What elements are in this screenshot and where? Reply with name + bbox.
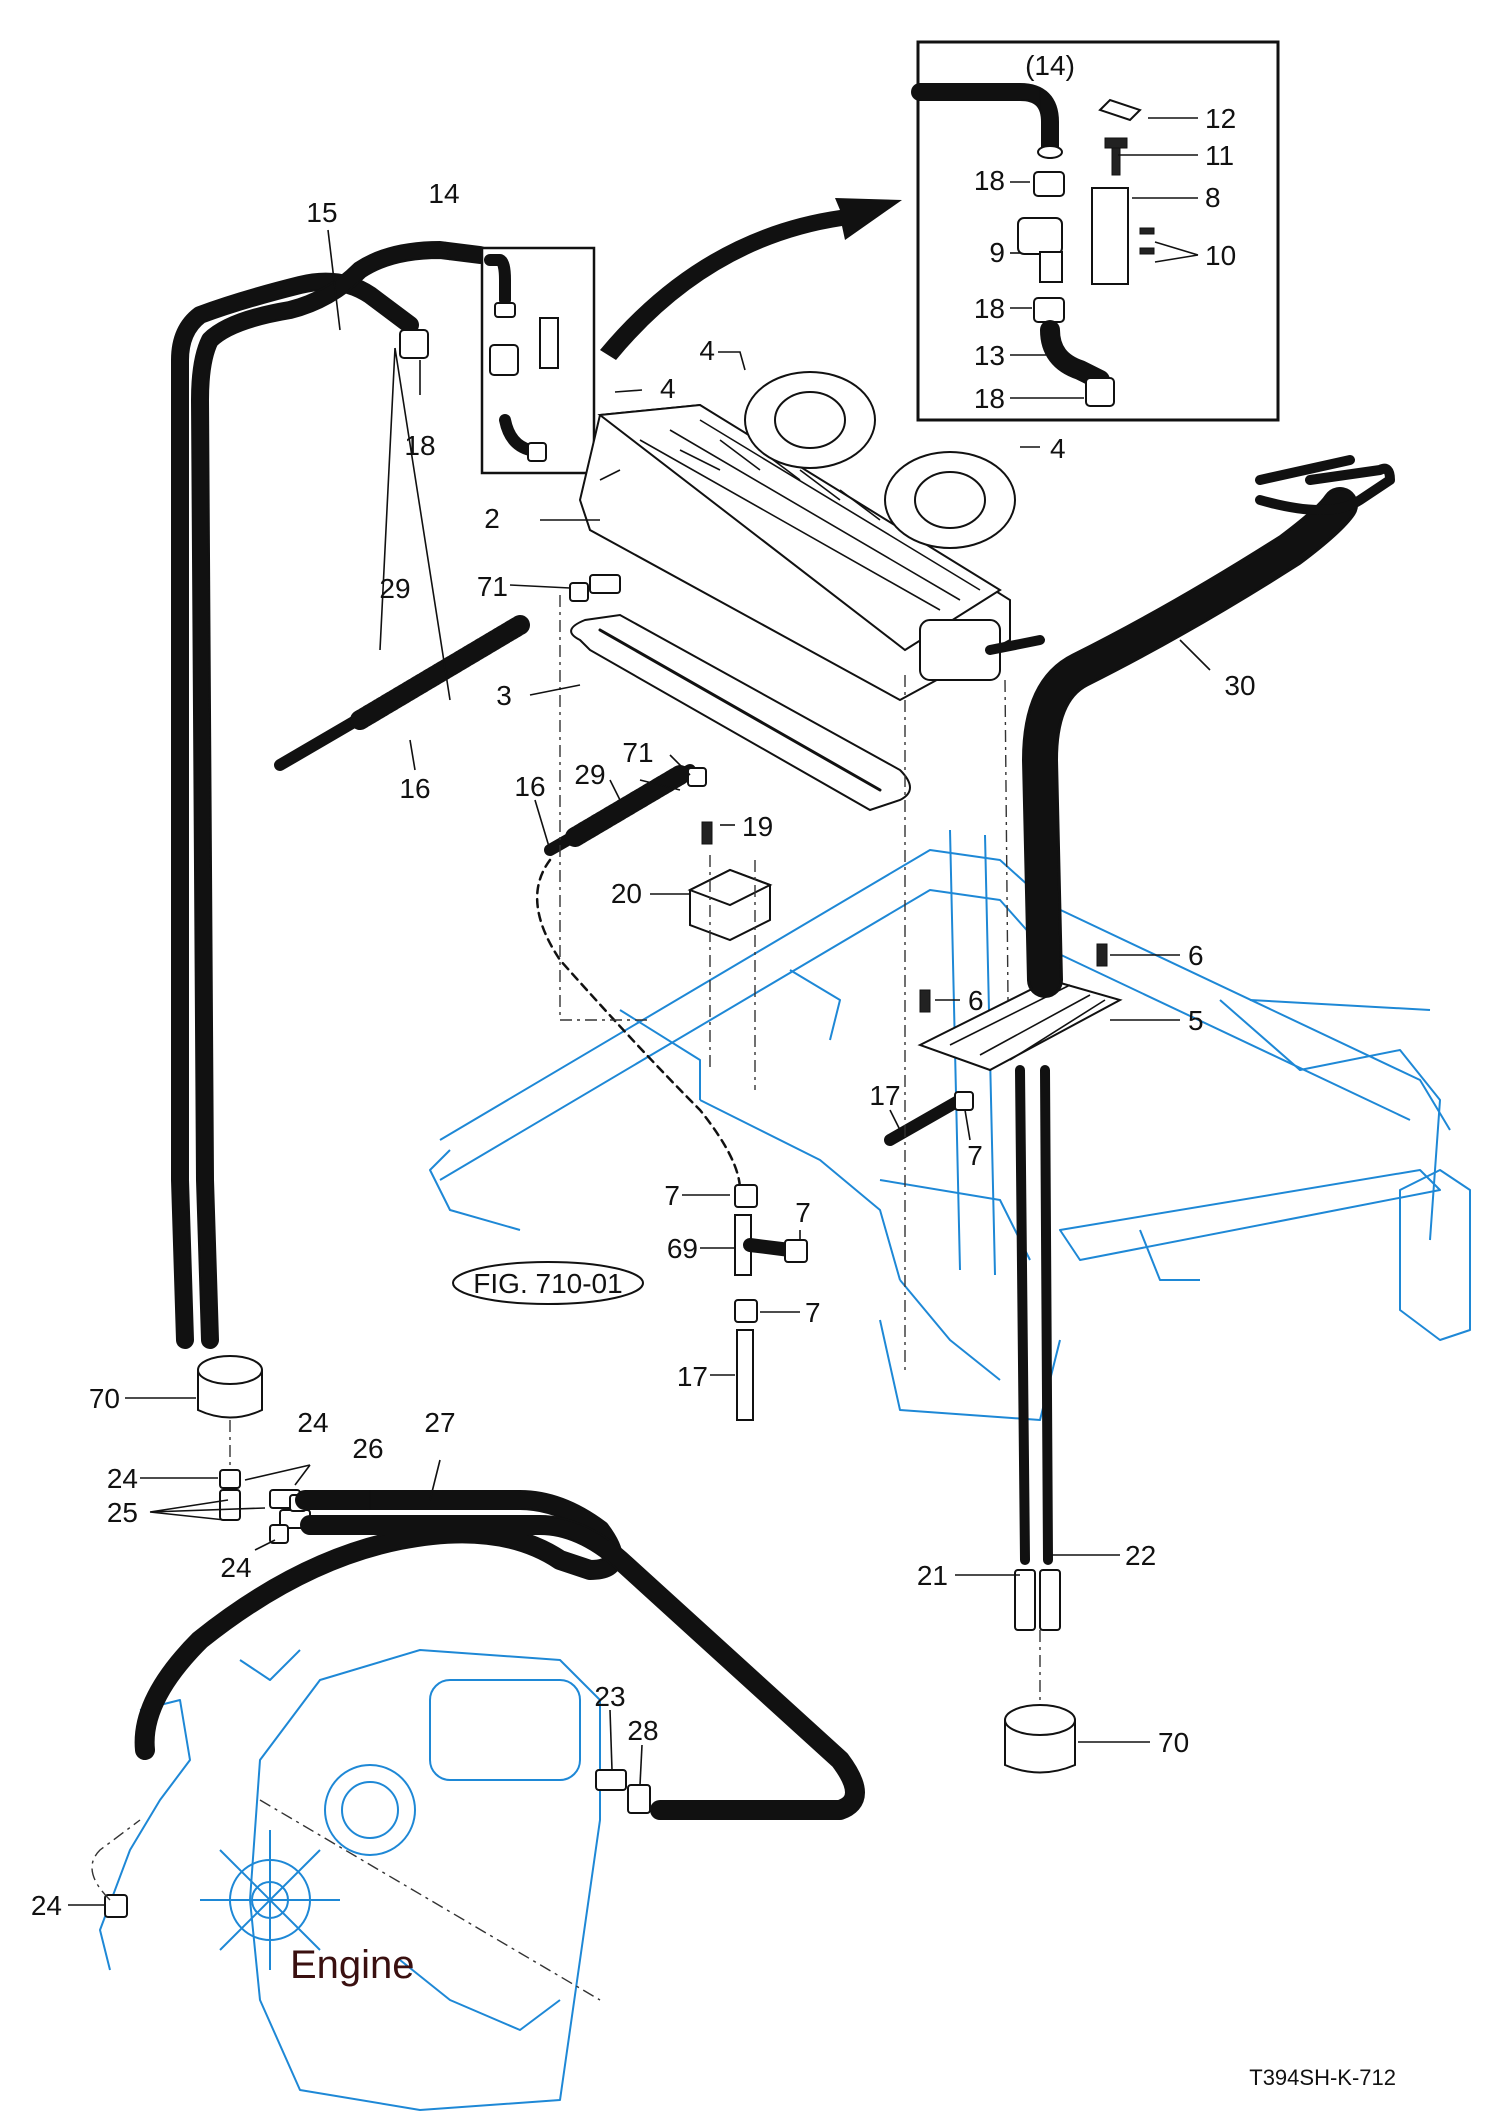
callout-c18b: 18 <box>974 293 1005 324</box>
bracket-5 <box>917 943 1123 1072</box>
callout-c25: 25 <box>107 1497 138 1528</box>
callout-c5: 5 <box>1188 1005 1204 1036</box>
callout-c71a: 71 <box>477 571 508 602</box>
machine-frame <box>429 829 1471 1421</box>
callout-c21: 21 <box>917 1560 948 1591</box>
callout-c6a: 6 <box>1188 940 1204 971</box>
callout-c7a: 7 <box>967 1140 983 1171</box>
callout-c28: 28 <box>627 1715 658 1746</box>
fittings-24-25 <box>219 1469 311 1544</box>
figure-reference: FIG. 710-01 <box>473 1268 622 1299</box>
callout-c24c: 24 <box>220 1552 251 1583</box>
callout-c14: 14 <box>428 178 459 209</box>
callout-c24d: 24 <box>31 1890 62 1921</box>
callout-c11: 11 <box>1205 140 1234 171</box>
callout-c7d: 7 <box>805 1297 821 1328</box>
small-inset <box>480 246 596 475</box>
callout-c10: 10 <box>1205 240 1236 271</box>
tee-pipe-assembly <box>734 1091 974 1421</box>
engine-illustration <box>99 1649 601 2111</box>
callout-c26: 26 <box>352 1433 383 1464</box>
hoses-14-15 <box>171 241 489 1349</box>
grommets-70 <box>197 1355 1076 1774</box>
callout-c4a: 4 <box>699 335 715 366</box>
callout-c24a: 24 <box>297 1407 328 1438</box>
callout-c19: 19 <box>742 811 773 842</box>
callout-c24b: 24 <box>107 1463 138 1494</box>
callout-c70b: 70 <box>1158 1727 1189 1758</box>
callout-c16b: 16 <box>514 771 545 802</box>
callout-c4c: 4 <box>1050 433 1066 464</box>
callout-c7c: 7 <box>795 1197 811 1228</box>
callout-c4b: 4 <box>660 373 676 404</box>
callout-c30: 30 <box>1224 670 1255 701</box>
alignment-lines <box>91 595 1041 2001</box>
callout-c12: 12 <box>1205 103 1236 134</box>
callout-c13: 13 <box>974 340 1005 371</box>
callout-arrow <box>600 198 902 360</box>
callout-c7b: 7 <box>664 1180 680 1211</box>
callout-c18c: 18 <box>974 383 1005 414</box>
drawing-code: T394SH-K-712 <box>1249 2065 1396 2090</box>
callout-c18a: 18 <box>974 165 1005 196</box>
callout-c17a: 17 <box>869 1080 900 1111</box>
callout-c3: 3 <box>496 680 512 711</box>
callout-c15: 15 <box>306 197 337 228</box>
callout-c17b: 17 <box>677 1361 708 1392</box>
callout-c20: 20 <box>611 878 642 909</box>
callout-c8: 8 <box>1205 182 1221 213</box>
callout-c18d: 18 <box>404 430 435 461</box>
engine-label: Engine <box>290 1943 415 1987</box>
callout-c16a: 16 <box>399 773 430 804</box>
heater-unit <box>578 371 1045 702</box>
figure-reference-oval <box>452 1261 644 1305</box>
seal-3 <box>570 613 911 812</box>
hoses-21-22-30 <box>1014 455 1395 1631</box>
callout-c6b: 6 <box>968 985 984 1016</box>
callout-c27: 27 <box>424 1407 455 1438</box>
callout-c71b: 71 <box>622 737 653 768</box>
callout-c69: 69 <box>667 1233 698 1264</box>
callout-c2: 2 <box>484 503 500 534</box>
hoses-26-27 <box>104 1490 865 1918</box>
callout-c29b: 29 <box>574 759 605 790</box>
callout-c9: 9 <box>989 237 1005 268</box>
callout-c14p: (14) <box>1025 50 1075 81</box>
callout-c29a: 29 <box>379 573 410 604</box>
leader-lines <box>68 88 1211 1906</box>
detail-inset <box>911 40 1280 422</box>
callout-c22: 22 <box>1125 1540 1156 1571</box>
callout-c70a: 70 <box>89 1383 120 1414</box>
callout-c23: 23 <box>594 1681 625 1712</box>
